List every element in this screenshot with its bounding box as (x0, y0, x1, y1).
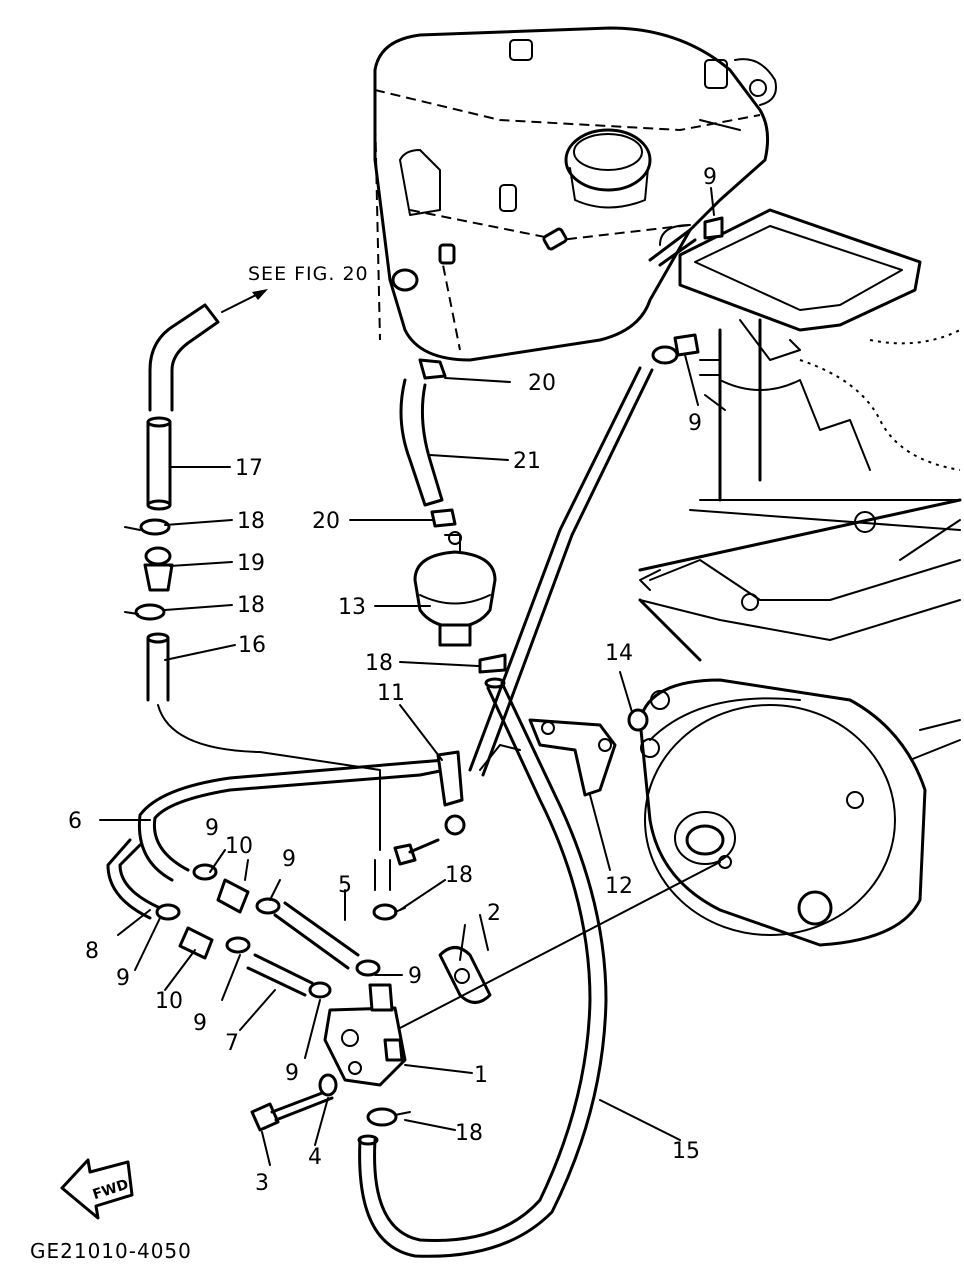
callout-5: 5 (338, 873, 352, 898)
callout-18-e: 18 (455, 1121, 483, 1146)
callout-9-g: 9 (408, 964, 422, 989)
leader-lines (99, 187, 721, 1166)
hoses (106, 228, 697, 1258)
engine-block (638, 208, 962, 761)
callout-6: 6 (68, 809, 82, 834)
callout-17: 17 (235, 456, 263, 481)
callout-9-b: 9 (688, 411, 702, 436)
callout-20-b: 20 (312, 509, 340, 534)
diagram-code: GE21010-4050 (30, 1239, 192, 1263)
crankcase-cover (638, 678, 927, 947)
callout-19: 19 (237, 551, 265, 576)
reference-arrow (221, 289, 268, 313)
callout-10-a: 10 (225, 834, 253, 859)
reference-note: SEE FIG. 20 (248, 263, 369, 285)
oil-tank (373, 26, 777, 362)
callout-18-b: 18 (237, 593, 265, 618)
callout-13: 13 (338, 595, 366, 620)
callout-9-a: 9 (703, 165, 717, 190)
callout-7: 7 (225, 1031, 239, 1056)
callout-9-c: 9 (205, 816, 219, 841)
callout-20-a: 20 (528, 371, 556, 396)
callout-14: 14 (605, 641, 633, 666)
callout-12: 12 (605, 874, 633, 899)
callout-1: 1 (474, 1063, 488, 1088)
callout-3: 3 (255, 1171, 269, 1196)
callout-4: 4 (308, 1145, 322, 1170)
forward-arrow: FWD (60, 1158, 134, 1220)
callout-18-a: 18 (237, 509, 265, 534)
callout-8: 8 (85, 939, 99, 964)
callout-9-e: 9 (116, 966, 130, 991)
callout-18-d: 18 (445, 863, 473, 888)
callout-9-h: 9 (285, 1061, 299, 1086)
callout-9-f: 9 (193, 1011, 207, 1036)
callout-10-b: 10 (155, 989, 183, 1014)
callout-15: 15 (672, 1139, 700, 1164)
callout-16: 16 (238, 633, 266, 658)
small-parts (124, 216, 726, 1132)
callout-2: 2 (487, 901, 501, 926)
callout-9-d: 9 (282, 847, 296, 872)
bracket (479, 718, 617, 797)
callout-18-c: 18 (365, 651, 393, 676)
callout-21: 21 (513, 449, 541, 474)
callout-11: 11 (377, 681, 405, 706)
